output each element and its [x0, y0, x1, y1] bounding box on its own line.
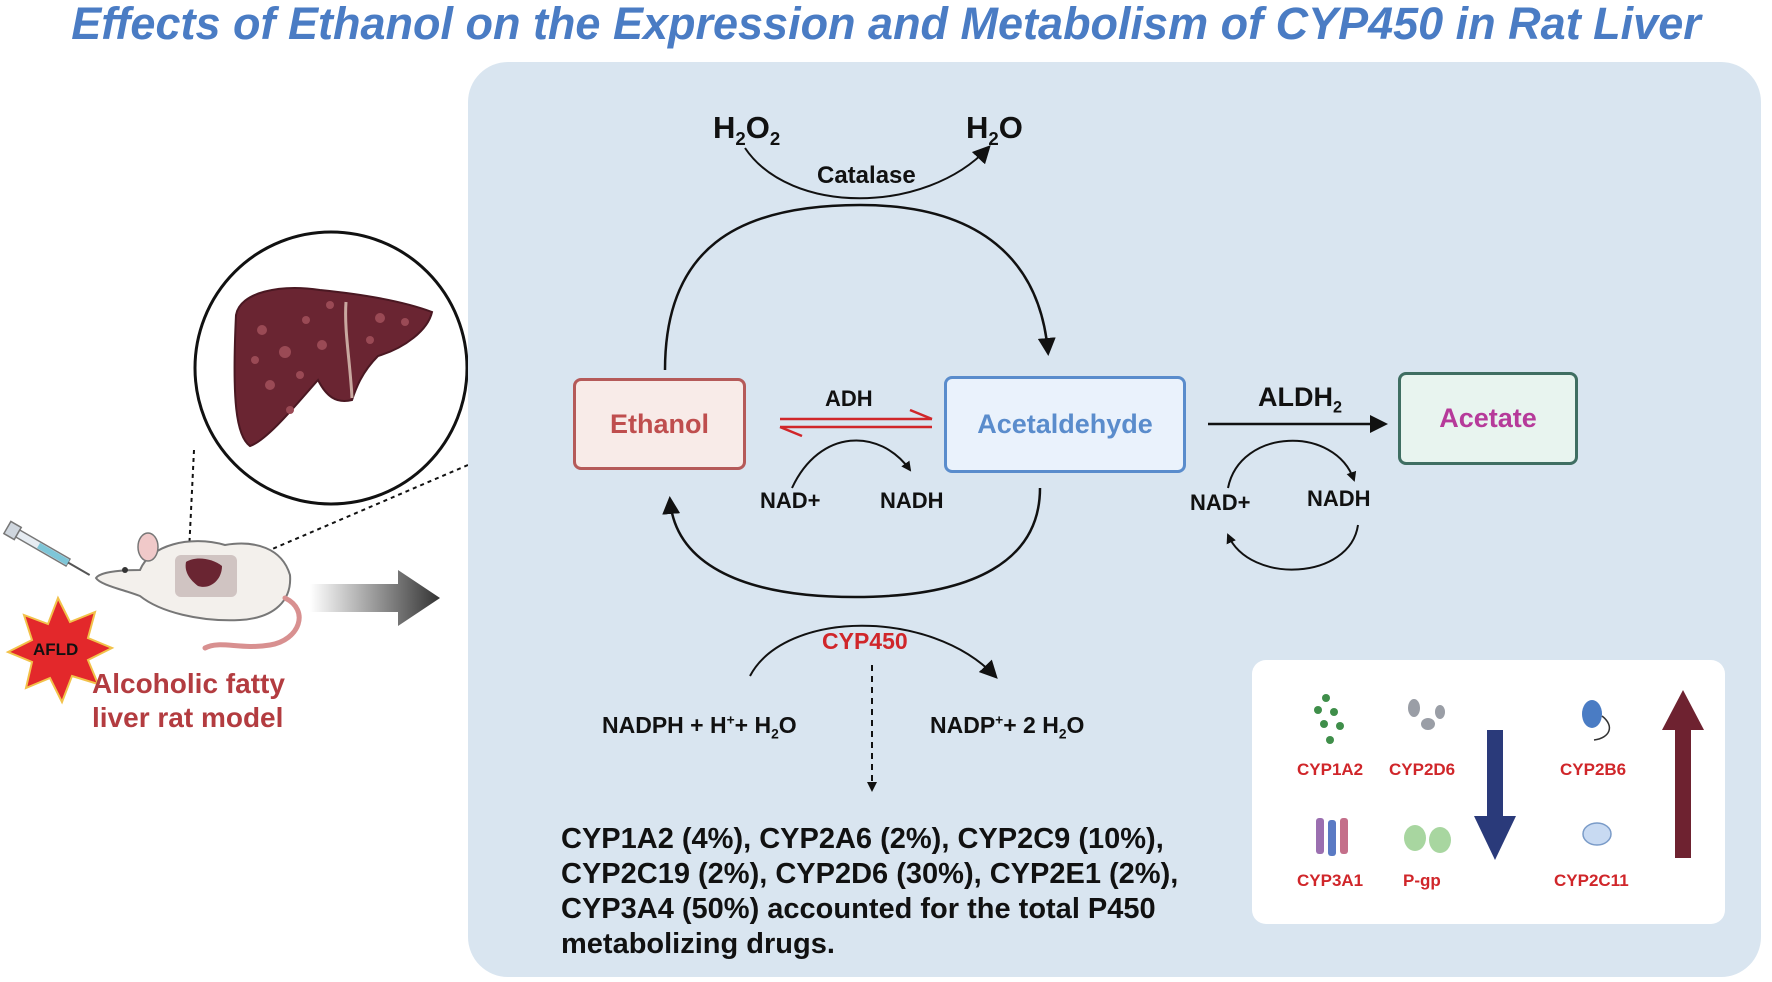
- syringe-icon: [2, 520, 91, 576]
- model-caption-line2: liver rat model: [92, 702, 284, 733]
- adh-cofactor-arc: [791, 439, 912, 489]
- cyp2d6-label: CYP2D6: [1389, 760, 1456, 779]
- cyp2c11-icon: [1582, 822, 1612, 846]
- cyp2b6-icon: [1582, 700, 1611, 741]
- aldh-nad-label: NAD+: [1190, 490, 1251, 515]
- catalase-label: Catalase: [817, 162, 916, 189]
- cyp2d6-icon: [1408, 699, 1445, 730]
- h2o-label: H2O: [966, 110, 1023, 150]
- catalase-route-arc: [663, 203, 1056, 371]
- cyp2c11-label: CYP2C11: [1554, 871, 1629, 890]
- cyp3a1-icon: [1316, 818, 1348, 856]
- afld-starburst: [5, 595, 115, 705]
- cyp2b6-label: CYP2B6: [1560, 760, 1627, 779]
- acetaldehyde-node: Acetaldehyde: [944, 376, 1186, 473]
- cyp3a1-label: CYP3A1: [1297, 871, 1364, 890]
- cyp-left-equation: NADPH + H++ H2O: [602, 712, 797, 742]
- aldh-label: ALDH2: [1258, 382, 1343, 417]
- pgp-icon: [1404, 825, 1451, 853]
- up-arrow-icon: [1662, 690, 1704, 858]
- cyp-right-equation: NADP++ 2 H2O: [930, 712, 1085, 742]
- aldh-cofactor-arc-top: [1227, 439, 1357, 489]
- figure-title: Effects of Ethanol on the Expression and…: [71, 0, 1701, 49]
- model-caption-line1: Alcoholic fatty: [92, 668, 285, 699]
- cyp-contribution-text: CYP1A2 (4%), CYP2A6 (2%), CYP2C9 (10%), …: [561, 823, 1179, 960]
- liver-icon: [233, 287, 434, 448]
- cyp1a2-label: CYP1A2: [1297, 760, 1364, 779]
- cyp450-label: CYP450: [822, 628, 908, 654]
- cyp1a2-icon: [1314, 694, 1344, 744]
- aldh-cofactor-arc-bottom: [1226, 524, 1359, 571]
- ethanol-node: Ethanol: [573, 378, 746, 470]
- down-arrow-icon: [1474, 730, 1516, 860]
- aldh-nadh-label: NADH: [1307, 486, 1371, 511]
- acetate-node: Acetate: [1398, 372, 1578, 465]
- rat-icon: [94, 532, 302, 651]
- cyp450-arc: [749, 624, 998, 679]
- afld-badge: AFLD: [33, 640, 79, 659]
- zoom-connector-right: [234, 464, 469, 566]
- cyp-route-arc: [662, 487, 1042, 599]
- adh-label: ADH: [825, 386, 873, 411]
- h2o2-label: H2O2: [713, 110, 781, 150]
- adh-nadh-label: NADH: [880, 488, 944, 513]
- catalase-arc: [744, 145, 991, 200]
- pgp-label: P-gp: [1403, 871, 1441, 890]
- adh-nad-label: NAD+: [760, 488, 821, 513]
